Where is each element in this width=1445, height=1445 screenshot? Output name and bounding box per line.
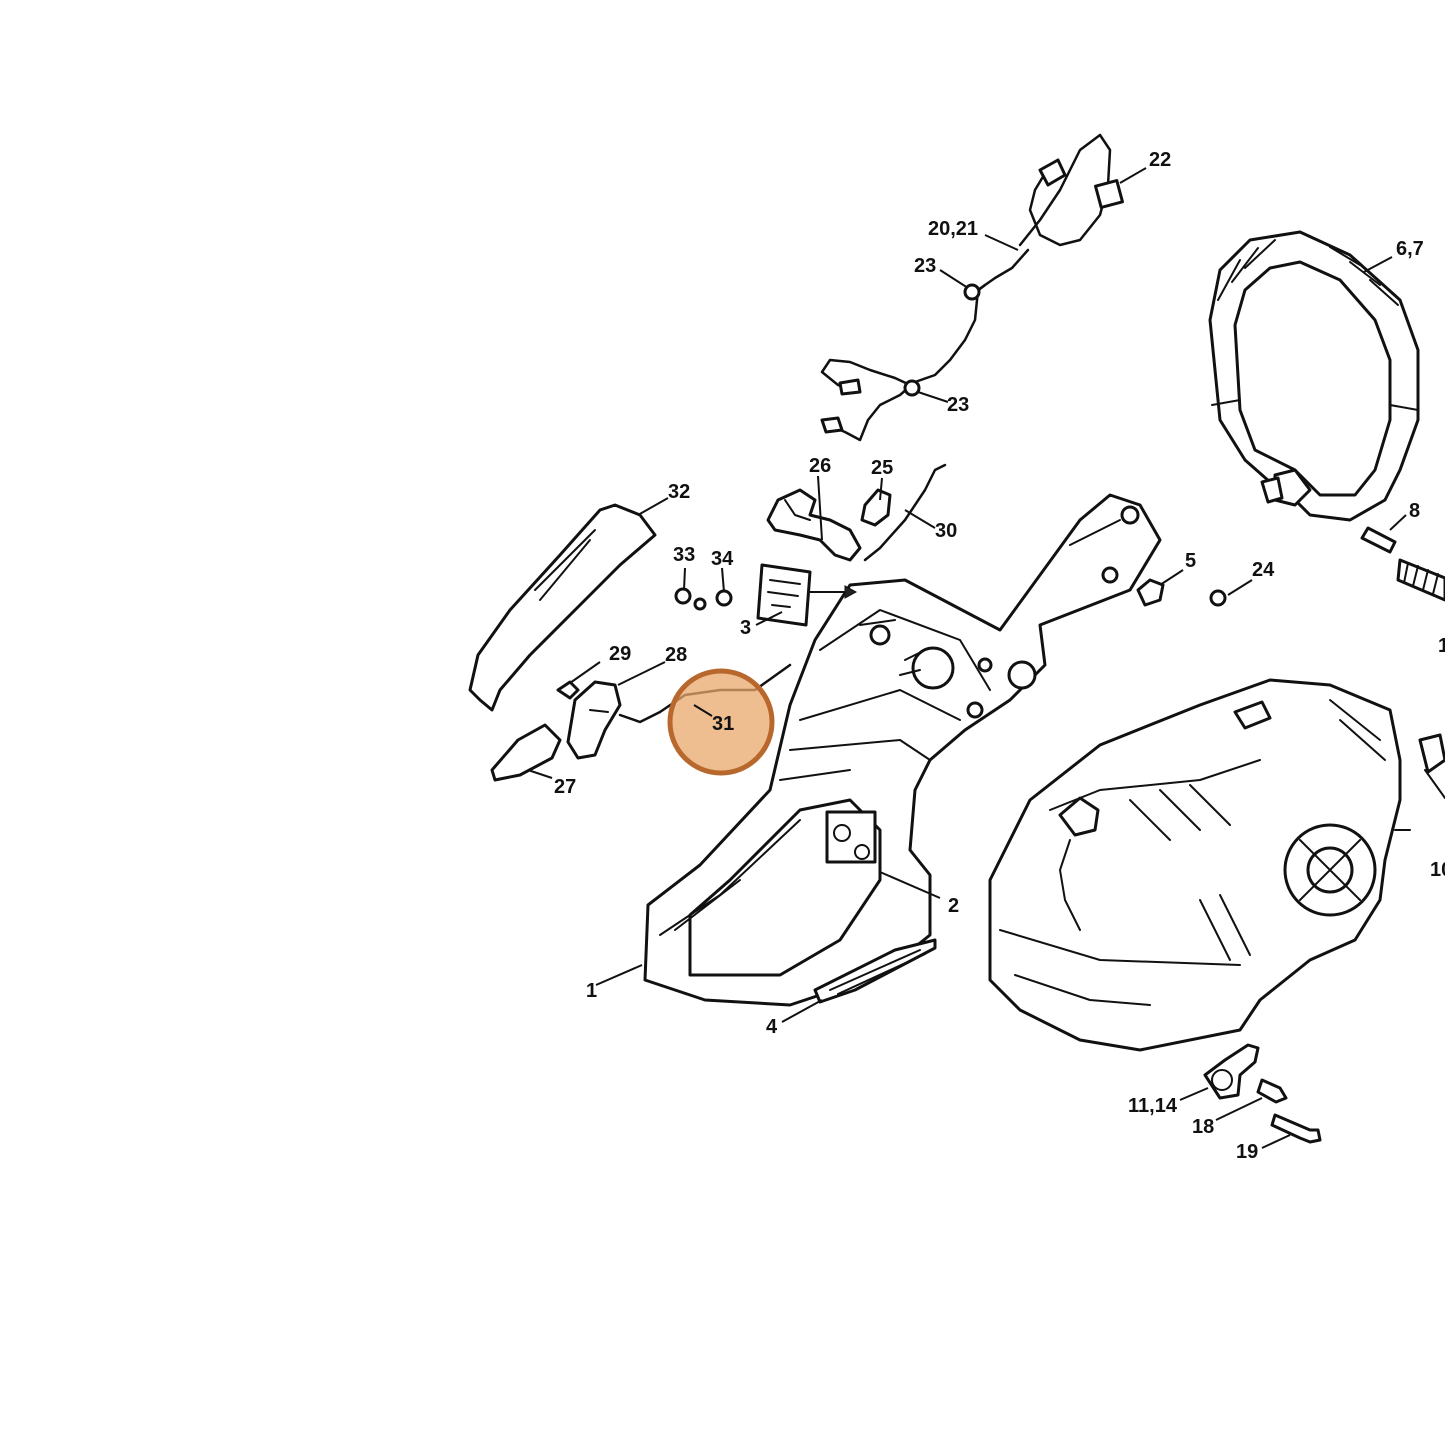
callout-29: 29 [609, 643, 631, 665]
callout-33: 33 [673, 544, 695, 566]
callout-25: 25 [871, 457, 893, 479]
callout-20-21: 20,21 [928, 218, 978, 240]
engine-housing [988, 678, 1411, 1052]
callout-28: 28 [665, 644, 687, 666]
callout-34: 34 [711, 548, 734, 570]
callout-31[interactable]: 31 [712, 713, 734, 735]
callout-19: 19 [1236, 1141, 1258, 1163]
small-parts [1136, 526, 1445, 607]
callout-4: 4 [766, 1016, 778, 1038]
callout-22: 22 [1149, 149, 1171, 171]
callout-2: 2 [948, 895, 959, 917]
handlebar [1208, 230, 1420, 522]
callout-23-lower: 23 [947, 394, 969, 416]
leader-lines [527, 167, 1407, 1149]
callout-labels: 22 20,21 23 23 6,7 26 25 30 32 33 34 3 5… [554, 149, 1445, 1163]
callout-24: 24 [1252, 559, 1275, 581]
edge-parts [1418, 733, 1445, 799]
throttle-trigger-assembly [766, 463, 947, 562]
callout-27: 27 [554, 776, 576, 798]
trigger-interlock [490, 663, 792, 782]
callout-32: 32 [668, 481, 690, 503]
screws [674, 587, 733, 611]
callout-8: 8 [1409, 500, 1420, 522]
callout-23-upper: 23 [914, 255, 936, 277]
callout-1: 1 [586, 980, 597, 1002]
callout-18: 18 [1192, 1116, 1214, 1138]
side-cover [468, 503, 657, 712]
callout-11-14: 11,14 [1128, 1095, 1178, 1117]
bottom-parts [1203, 1043, 1322, 1144]
callout-6-7: 6,7 [1396, 238, 1424, 260]
callout-26: 26 [809, 455, 831, 477]
wire-harness [820, 133, 1124, 442]
callout-5: 5 [1185, 550, 1196, 572]
highlight-marker[interactable]: 31 [667, 668, 775, 776]
callout-30: 30 [935, 520, 957, 542]
warning-decal [756, 563, 858, 627]
callout-10: 10 [1430, 859, 1445, 881]
callout-edge: 1 [1438, 635, 1445, 657]
rear-handle-housing [643, 493, 1162, 1007]
highlight-circle[interactable] [667, 668, 775, 776]
callout-3: 3 [740, 617, 751, 639]
